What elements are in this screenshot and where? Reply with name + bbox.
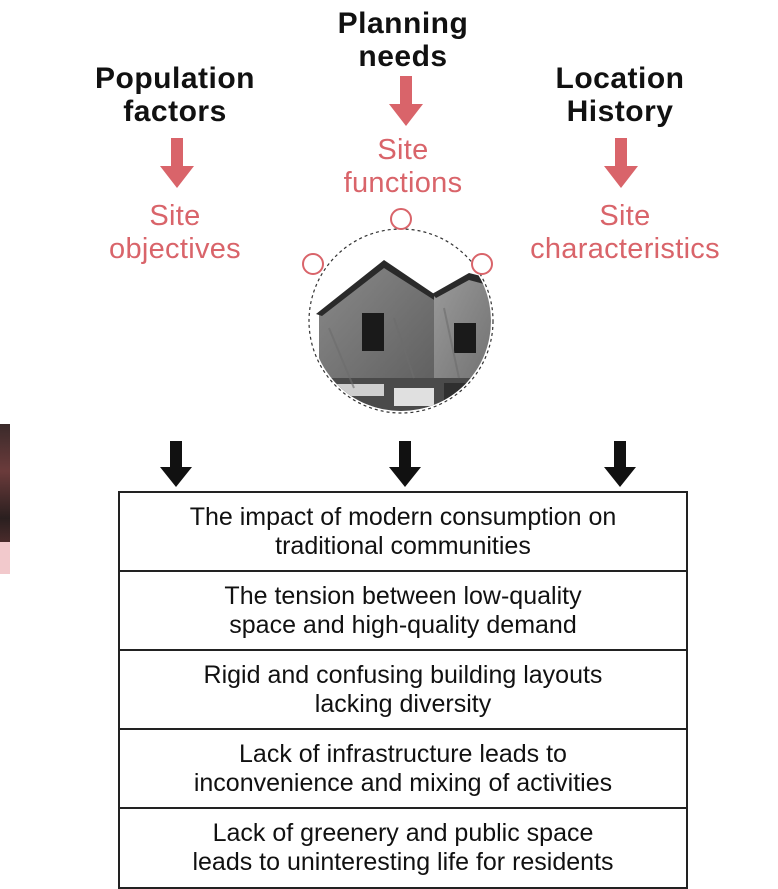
- result-site-objectives: Site objectives: [109, 200, 241, 265]
- result-site-functions: Site functions: [343, 134, 463, 199]
- arrow-down-icon: [389, 76, 423, 126]
- arrow-down-icon: [604, 441, 636, 487]
- edge-photo-fragment: [0, 424, 10, 574]
- building-photo-circle: [294, 208, 506, 425]
- arrow-down-icon: [604, 138, 638, 188]
- arrow-down-icon: [160, 138, 194, 188]
- heading-population-factors: Population factors: [95, 62, 255, 128]
- heading-planning-needs: Planning needs: [337, 7, 469, 73]
- result-site-characteristics: Site characteristics: [530, 200, 720, 265]
- arrow-down-icon: [389, 441, 421, 487]
- heading-location-history: Location History: [555, 62, 685, 128]
- arrow-down-icon: [160, 441, 192, 487]
